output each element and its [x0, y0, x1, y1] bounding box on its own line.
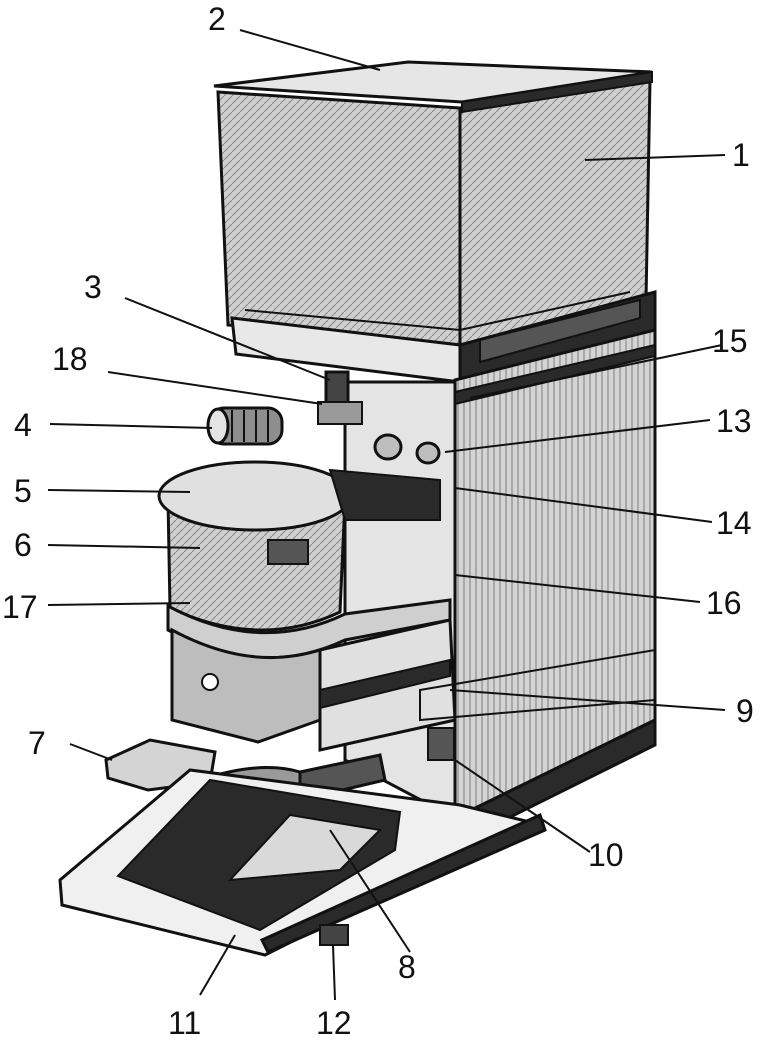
dose-chute: [317, 370, 363, 425]
label-1: 1: [732, 137, 750, 173]
label-2: 2: [208, 1, 226, 37]
label-11: 11: [168, 1005, 201, 1040]
base-foot: [319, 924, 349, 946]
label-3: 3: [84, 269, 102, 305]
label-14: 14: [716, 505, 752, 541]
label-12: 12: [316, 1005, 352, 1040]
label-17: 17: [2, 589, 38, 625]
label-5: 5: [14, 473, 32, 509]
leader-lines: [47, 29, 726, 1001]
power-switch: [427, 727, 455, 761]
label-18: 18: [52, 341, 88, 377]
drip-tray: [58, 768, 547, 957]
label-16: 16: [706, 585, 742, 621]
label-10: 10: [588, 837, 624, 873]
hopper: [213, 60, 653, 347]
label-7: 7: [28, 725, 46, 761]
label-13: 13: [716, 403, 752, 439]
label-4: 4: [14, 407, 32, 443]
hopper-front: [216, 90, 462, 347]
hopper-inner-tray: [244, 291, 631, 332]
label-8: 8: [398, 949, 416, 985]
hopper-lid-edge: [461, 70, 653, 114]
label-6: 6: [14, 527, 32, 563]
label-9: 9: [736, 693, 754, 729]
adjustment-knob: [206, 406, 284, 446]
label-15: 15: [712, 323, 748, 359]
doser-housing: [170, 618, 457, 752]
doser-lid: [157, 460, 353, 532]
control-knobs: [373, 433, 441, 465]
